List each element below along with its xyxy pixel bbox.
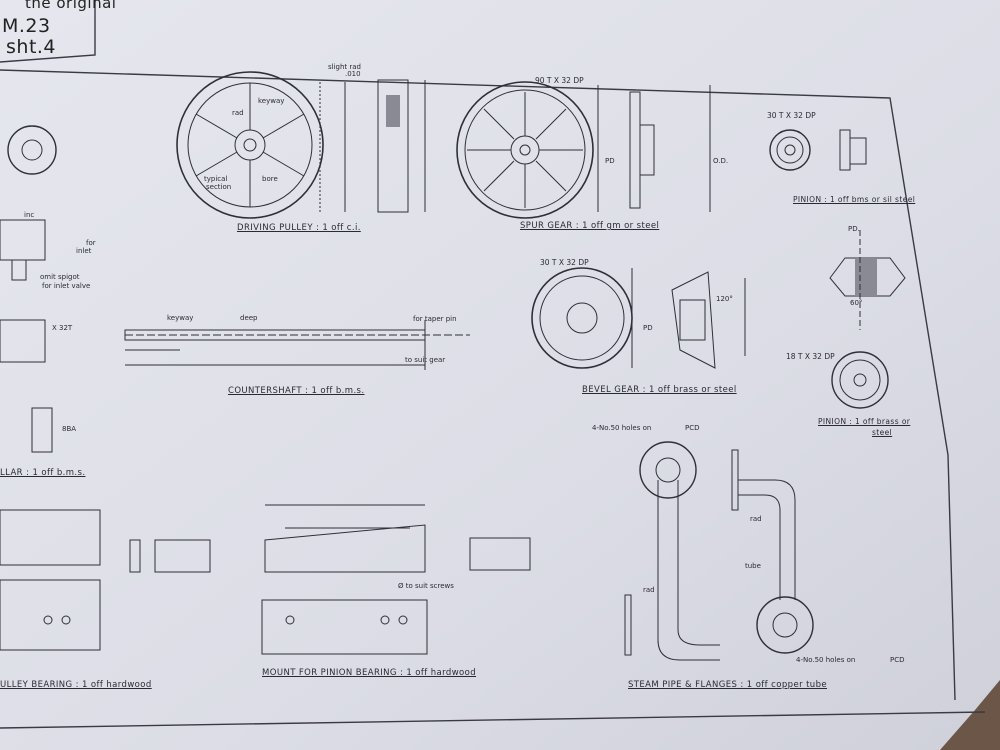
title-line-3: sht.4 xyxy=(6,36,57,58)
note-bore: bore xyxy=(262,175,278,183)
note-keyway: keyway xyxy=(258,97,285,105)
note-bevel-teeth: 30 T X 32 DP xyxy=(540,258,589,267)
pinion-top-drawing xyxy=(769,129,867,171)
caption-pinion-right-2: steel xyxy=(872,428,893,437)
caption-countershaft: COUNTERSHAFT : 1 off b.m.s. xyxy=(228,386,365,396)
caption-pinion-right: PINION : 1 off brass or xyxy=(818,417,911,426)
note-taper-pin: for taper pin xyxy=(413,315,457,323)
note-pinion-teeth-top: 30 T X 32 DP xyxy=(767,111,816,120)
note-holes-top: 4-No.50 holes on xyxy=(592,424,652,432)
note-countershaft-deep: deep xyxy=(240,314,258,322)
note-rad: rad xyxy=(232,109,244,117)
note-section: section xyxy=(206,183,232,191)
title-line-1: the original xyxy=(25,0,117,12)
note-suit-gear: to suit gear xyxy=(405,356,446,364)
pinion-right-drawing xyxy=(829,230,906,409)
note-rad-pipe-1: rad xyxy=(643,586,655,594)
caption-pinion-top: PINION : 1 off bms or sil steel xyxy=(793,195,916,204)
note-slight-rad-val: .010 xyxy=(345,70,361,78)
note-pcd-bottom: PCD xyxy=(890,656,905,664)
note-countershaft-keyway: keyway xyxy=(167,314,194,322)
note-x32t: X 32T xyxy=(52,324,73,332)
caption-bevel-gear: BEVEL GEAR : 1 off brass or steel xyxy=(582,385,737,395)
countershaft-drawing xyxy=(124,320,470,370)
note-for-inlet: for xyxy=(86,239,96,247)
mount-pinion-bearing-drawing xyxy=(261,504,531,655)
note-typical: typical xyxy=(204,175,228,183)
driving-pulley-drawing xyxy=(176,71,426,219)
caption-mount-pinion-bearing: MOUNT FOR PINION BEARING : 1 off hardwoo… xyxy=(262,668,477,678)
note-for-inlet-valve: for inlet valve xyxy=(42,282,91,290)
note-pinion-pd: PD. xyxy=(848,225,860,233)
note-angle-60: 60° xyxy=(850,299,863,307)
caption-spur-gear: SPUR GEAR : 1 off gm or steel xyxy=(520,221,660,231)
note-inlet: inlet xyxy=(76,247,92,255)
note-pinion-teeth-right: 18 T X 32 DP xyxy=(786,352,835,361)
note-tube: tube xyxy=(745,562,761,570)
title-line-2: M.23 xyxy=(2,15,51,37)
note-rad-pipe-2: rad xyxy=(750,515,762,523)
note-slight-rad: slight rad xyxy=(328,63,361,71)
sheet-border xyxy=(0,0,986,729)
note-angle-120: 120° xyxy=(716,295,733,303)
note-pd: PD xyxy=(605,157,615,165)
note-holes-bottom: 4-No.50 holes on xyxy=(796,656,856,664)
caption-steam-pipe: STEAM PIPE & FLANGES : 1 off copper tube xyxy=(628,680,828,690)
note-8ba: 8BA xyxy=(62,425,77,433)
note-bevel-pd: PD xyxy=(643,324,653,332)
caption-pulley-bearing: ULLEY BEARING : 1 off hardwood xyxy=(0,680,152,690)
caption-driving-pulley: DRIVING PULLEY : 1 off c.i. xyxy=(237,223,361,233)
note-inc: inc xyxy=(24,211,35,219)
left-parts-drawing xyxy=(0,125,211,651)
spur-gear-drawing xyxy=(456,81,711,219)
note-od: O.D. xyxy=(713,157,729,165)
steam-pipe-drawing xyxy=(624,441,814,661)
note-suit-screws: Ø to suit screws xyxy=(398,582,454,590)
note-spur-teeth: 90 T X 32 DP xyxy=(535,76,584,85)
bevel-gear-drawing xyxy=(531,267,746,369)
caption-collar: LLAR : 1 off b.m.s. xyxy=(0,468,86,478)
note-omit-spigot: omit spigot xyxy=(40,273,80,281)
note-pcd-top: PCD xyxy=(685,424,700,432)
